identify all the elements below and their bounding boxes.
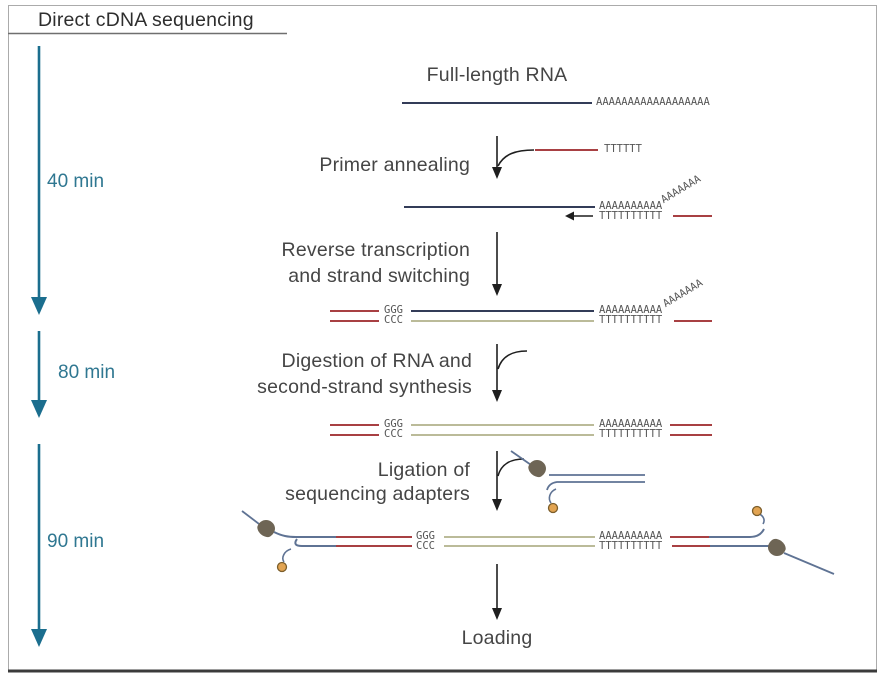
figure-title: Direct cDNA sequencing [38,9,254,31]
timeline-arrows [31,46,47,647]
time-label-80min: 80 min [58,362,116,383]
step-label-line: Reverse transcription [281,239,470,261]
extension-arrowhead [565,211,574,221]
ggg-label: GGG [384,304,403,316]
ccc-label: CCC [416,540,435,552]
primer-annealing-graphics [404,149,712,221]
time-label-40min: 40 min [47,171,105,192]
t10-sequence: TTTTTTTTTT [599,210,663,222]
motor-protein-icon [254,516,279,541]
step-label-line: second-strand synthesis [257,376,472,398]
t10-sequence: TTTTTTTTTT [599,540,663,552]
polya-tail-sequence: AAAAAAAAAAAAAAAAAA [596,96,710,108]
step-label-line: sequencing adapters [285,483,470,505]
arrow-tail-digestion [497,350,528,370]
final-library-construct [241,505,835,575]
timeline-arrowhead-2 [31,400,47,418]
figure-frame [8,5,877,673]
sequencing-adapter-graphic [510,450,645,514]
step-label-line: and strand switching [288,265,470,287]
tether-bead-icon [547,502,559,514]
tether-bead-icon [276,561,288,573]
t10-sequence: TTTTTTTTTT [599,428,663,440]
ccc-label: CCC [384,428,403,440]
right-adapter-leader-line [783,552,835,575]
step-label-primer-annealing: Primer annealing [319,154,470,176]
step-label-reverse-transcription: Reverse transcription and strand switchi… [282,237,470,289]
motor-protein-icon [525,456,550,481]
timeline-arrowhead-3 [31,629,47,647]
a10-sequence: AAAAAAAAAA [599,304,663,316]
tether-line [548,488,557,504]
tether-bead-icon [751,505,763,517]
step-label-ligation: Ligation of sequencing adapters [285,458,470,506]
ggg-label: GGG [384,418,403,430]
a10-sequence: AAAAAAAAAA [599,418,663,430]
t10-sequence: TTTTTTTTTT [599,314,663,326]
arrow-tail-ligation [497,458,525,477]
ds-cdna-graphics [330,424,712,436]
a10-sequence: AAAAAAAAAA [599,200,663,212]
a10-sequence: AAAAAAAAAA [599,530,663,542]
oligo-dt-sequence: TTTTTT [604,143,642,155]
step-label-line: Ligation of [377,459,470,481]
step-arrows [492,136,535,620]
timeline-arrowhead-1 [31,297,47,315]
ggg-label: GGG [416,530,435,542]
step-label-loading: Loading [461,627,533,649]
motor-protein-icon [764,535,789,560]
tether-line [282,548,292,563]
arrow-tail-primer [497,149,535,167]
step-label-line: Digestion of RNA and [281,350,472,372]
step-label-full-length-rna: Full-length RNA [426,64,568,86]
time-label-90min: 90 min [47,531,105,552]
step-label-digestion: Digestion of RNA and second-strand synth… [257,348,472,400]
tether-line [758,513,765,525]
rt-product-graphics [330,310,712,322]
ccc-label: CCC [384,314,403,326]
